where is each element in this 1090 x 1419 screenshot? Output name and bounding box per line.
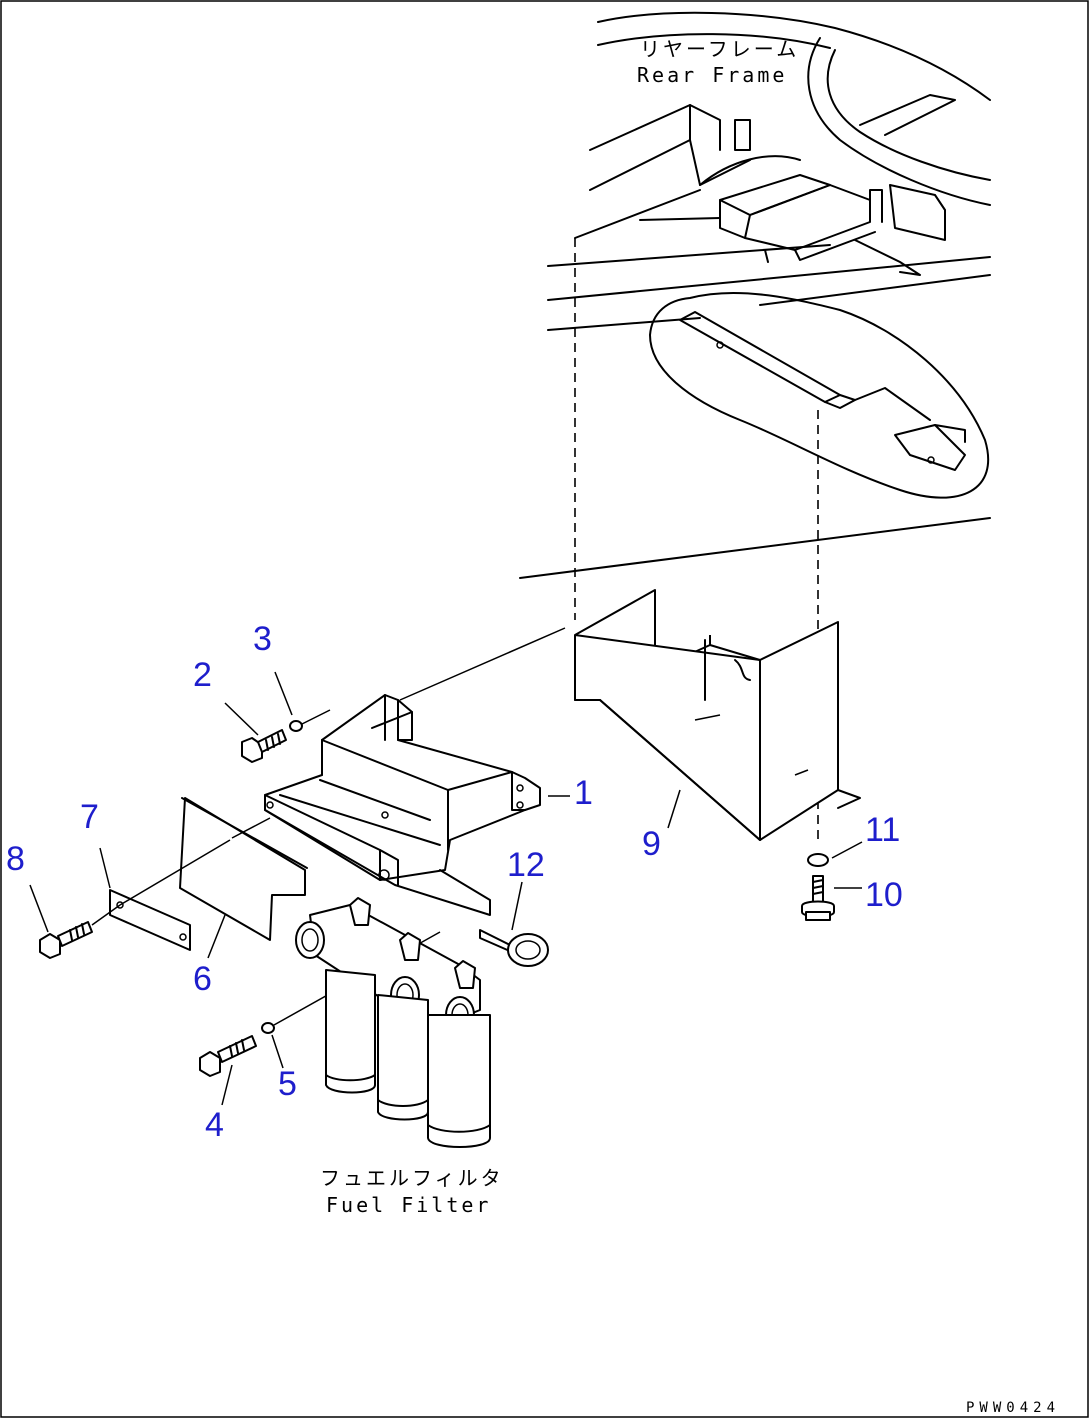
pin-part-12	[479, 929, 549, 967]
plate-part-6	[179, 797, 308, 941]
leader-lines-plates	[119, 817, 271, 906]
callout-6: 6	[193, 960, 212, 998]
bolt-part-4	[199, 1035, 257, 1077]
callout-3: 3	[253, 620, 272, 658]
bolt-part-2	[241, 729, 287, 763]
tank-cover-part-9	[574, 589, 861, 841]
rear-frame-label-jp: リヤーフレーム	[640, 37, 799, 61]
callout-8: 8	[6, 840, 25, 878]
washer-part-3	[289, 709, 331, 732]
bolt-part-8	[39, 904, 121, 959]
rear-frame-drawing	[519, 11, 991, 579]
plate-part-7	[109, 889, 191, 951]
callout-5: 5	[278, 1065, 297, 1103]
callout-leaders	[29, 671, 863, 1106]
callout-11: 11	[865, 811, 900, 849]
bracket-part-1	[264, 694, 541, 916]
callout-4: 4	[205, 1106, 224, 1144]
rear-frame-label-en: Rear Frame	[637, 63, 787, 87]
callout-9: 9	[642, 825, 661, 863]
fuel-filter-label-en: Fuel Filter	[326, 1193, 491, 1217]
fuel-filter-label-jp: フュエルフィルタ	[320, 1166, 504, 1190]
callout-7: 7	[80, 798, 99, 836]
washer-part-11	[807, 853, 829, 867]
fuel-filter-drawing	[295, 897, 491, 1148]
detail-bubble	[649, 291, 990, 499]
bolt-part-10	[801, 875, 835, 921]
drawing-code: PWW0424	[966, 1400, 1060, 1416]
callout-10: 10	[865, 876, 903, 914]
callout-12: 12	[507, 846, 545, 884]
callout-1: 1	[574, 774, 593, 812]
callout-2: 2	[193, 656, 212, 694]
